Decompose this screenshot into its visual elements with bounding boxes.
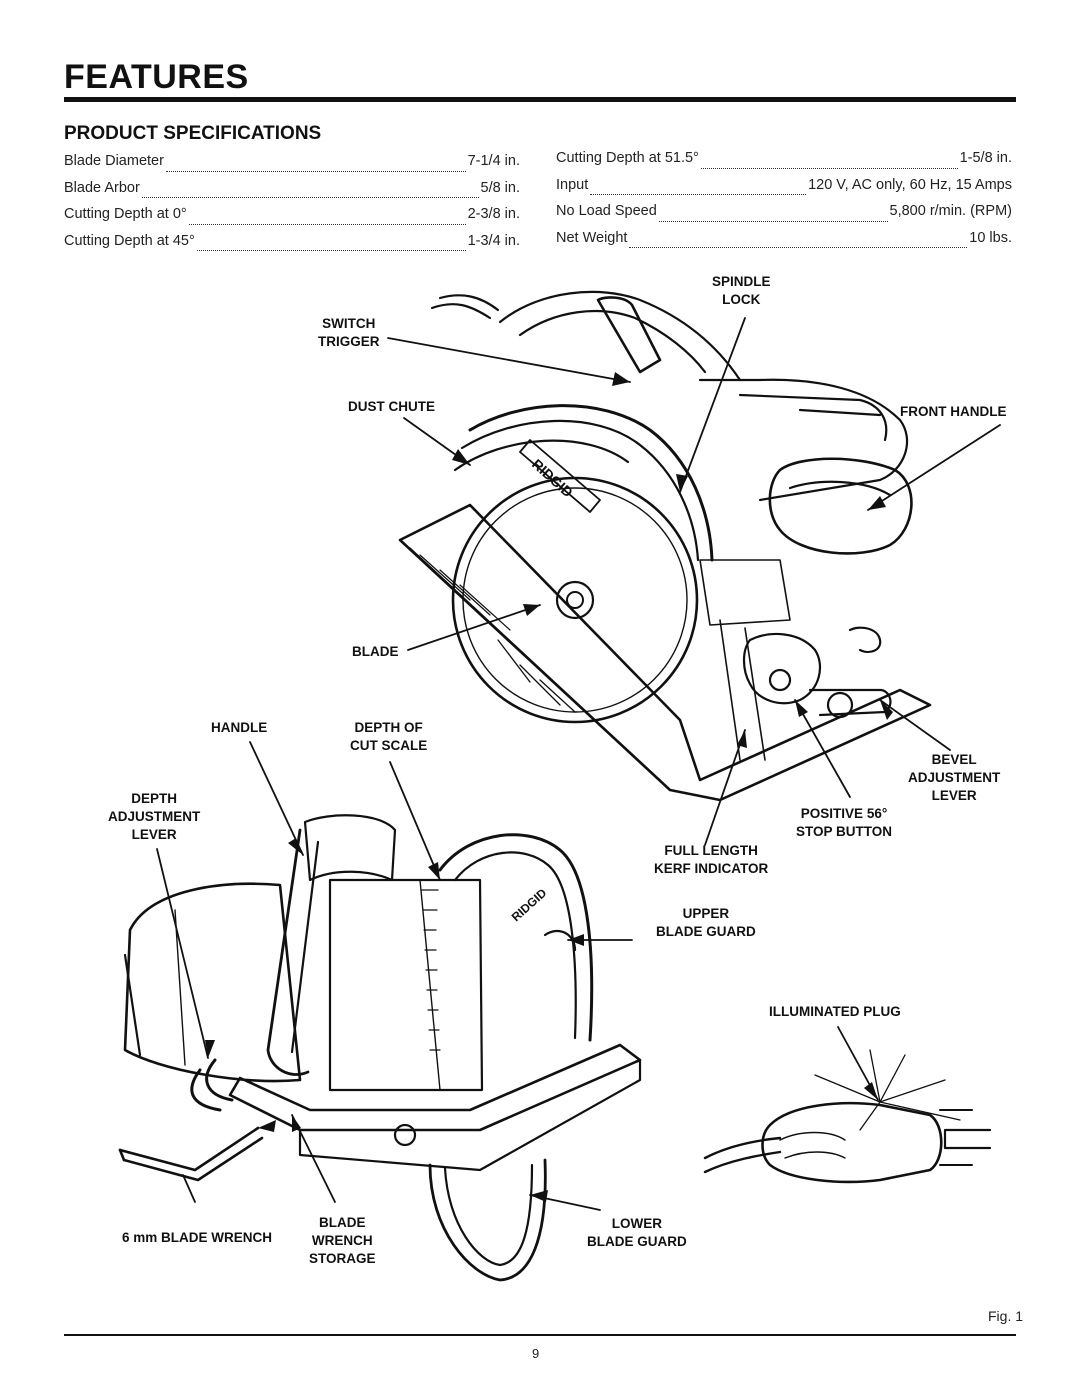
spec-row: Input 120 V, AC only, 60 Hz, 15 Amps xyxy=(556,177,1012,204)
handle-label: HANDLE xyxy=(211,720,268,735)
spec-row: No Load Speed 5,800 r/min. (RPM) xyxy=(556,203,1012,230)
switch-trigger-line-2: TRIGGER xyxy=(318,334,380,349)
page-title: FEATURES xyxy=(64,58,249,96)
figure-label: Fig. 1 xyxy=(988,1308,1024,1324)
positive-stop-button-label: POSITIVE 56° STOP BUTTON xyxy=(796,805,892,841)
section-heading: PRODUCT SPECIFICATIONS xyxy=(64,123,322,144)
depth-adj-line-1: DEPTH xyxy=(131,791,178,806)
spec-value: 10 lbs. xyxy=(969,229,1012,246)
leader-dots xyxy=(196,250,466,252)
spec-row: Cutting Depth at 51.5° 1-5/8 in. xyxy=(556,150,1012,177)
illuminated-plug-label: ILLUMINATED PLUG xyxy=(769,1004,901,1019)
lower-blade-guard-label: LOWER BLADE GUARD xyxy=(587,1215,687,1251)
spec-row: Blade Diameter 7-1/4 in. xyxy=(64,153,520,180)
leader-arrowheads xyxy=(205,372,893,1202)
upper-guard-line-1: UPPER xyxy=(682,906,730,921)
spec-label: No Load Speed xyxy=(556,203,657,219)
spec-label: Input xyxy=(556,176,589,193)
spec-row: Blade Arbor 5/8 in. xyxy=(64,180,520,207)
specs-right-column: Cutting Depth at 51.5° 1-5/8 in. Input 1… xyxy=(556,150,1012,256)
wrench-storage-line-2: WRENCH xyxy=(311,1233,373,1248)
dust-chute-label: DUST CHUTE xyxy=(348,399,435,414)
kerf-line-1: FULL LENGTH xyxy=(664,843,758,858)
top-saw-drawing xyxy=(398,290,932,802)
leader-dots xyxy=(629,247,968,249)
wrench-storage-line-3: STORAGE xyxy=(309,1251,376,1266)
spec-label: Net Weight xyxy=(556,229,628,246)
leader-dots xyxy=(658,220,888,222)
specs-left-column: Blade Diameter 7-1/4 in. Blade Arbor 5/8… xyxy=(64,153,520,259)
illuminated-plug-drawing xyxy=(703,1049,992,1184)
spec-value: 2-3/8 in. xyxy=(467,206,520,222)
full-length-kerf-indicator-label: FULL LENGTH KERF INDICATOR xyxy=(654,842,768,878)
spec-row: Net Weight 10 lbs. xyxy=(556,230,1012,257)
blade-wrench-label: 6 mm BLADE WRENCH xyxy=(122,1230,273,1245)
spec-value: 1-5/8 in. xyxy=(959,150,1012,166)
spec-row: Cutting Depth at 0° 2-3/8 in. xyxy=(64,206,520,233)
spec-value: 7-1/4 in. xyxy=(467,153,520,169)
leader-dots xyxy=(700,167,958,169)
leader-dots xyxy=(590,194,807,196)
blade-wrench-storage-label: BLADE WRENCH STORAGE xyxy=(309,1214,376,1268)
title-rule xyxy=(64,97,1016,102)
front-handle-label: FRONT HANDLE xyxy=(900,404,1007,419)
blade-label: BLADE xyxy=(352,644,399,659)
spec-value: 5,800 r/min. (RPM) xyxy=(889,203,1012,219)
switch-trigger-line-1: SWITCH xyxy=(322,316,376,331)
spec-value: 1-3/4 in. xyxy=(467,232,520,249)
depth-adjustment-lever-label: DEPTH ADJUSTMENT LEVER xyxy=(108,790,200,844)
bottom-saw-drawing xyxy=(118,814,642,1282)
kerf-line-2: KERF INDICATOR xyxy=(654,861,769,876)
bevel-line-3: LEVER xyxy=(931,788,977,803)
spec-value: 120 V, AC only, 60 Hz, 15 Amps xyxy=(808,176,1012,193)
bevel-line-1: BEVEL xyxy=(931,752,977,767)
upper-blade-guard-label: UPPER BLADE GUARD xyxy=(656,905,756,941)
lower-guard-line-2: BLADE GUARD xyxy=(587,1234,687,1249)
spindle-lock-line-2: LOCK xyxy=(722,292,761,307)
spec-label: Blade Diameter xyxy=(64,153,164,169)
spec-label: Cutting Depth at 51.5° xyxy=(556,150,699,166)
bevel-adjustment-lever-label: BEVEL ADJUSTMENT LEVER xyxy=(908,751,1000,805)
brand-decal-top xyxy=(519,439,601,513)
leader-lines xyxy=(156,317,1001,1211)
page-number: 9 xyxy=(532,1346,540,1361)
leader-dots xyxy=(188,223,466,225)
depth-of-cut-scale-line-2: CUT SCALE xyxy=(350,738,428,753)
bevel-line-2: ADJUSTMENT xyxy=(908,770,1001,785)
spec-row: Cutting Depth at 45° 1-3/4 in. xyxy=(64,233,520,260)
switch-trigger-label: SWITCH TRIGGER xyxy=(318,315,380,351)
footer-rule xyxy=(64,1334,1016,1336)
depth-of-cut-scale-line-1: DEPTH OF xyxy=(354,720,423,735)
depth-adj-line-2: ADJUSTMENT xyxy=(108,809,201,824)
leader-dots xyxy=(141,197,479,199)
depth-adj-line-3: LEVER xyxy=(131,827,177,842)
spindle-lock-label: SPINDLE LOCK xyxy=(712,273,771,309)
spec-value: 5/8 in. xyxy=(480,179,521,196)
spec-label: Cutting Depth at 45° xyxy=(64,232,195,249)
lower-guard-line-1: LOWER xyxy=(611,1216,662,1231)
upper-guard-line-2: BLADE GUARD xyxy=(656,924,756,939)
leader-dots xyxy=(165,170,466,172)
depth-of-cut-scale-label: DEPTH OF CUT SCALE xyxy=(350,719,427,755)
positive-stop-line-1: POSITIVE 56° xyxy=(800,806,888,821)
spec-label: Cutting Depth at 0° xyxy=(64,206,187,222)
spec-label: Blade Arbor xyxy=(64,179,140,196)
spindle-lock-line-1: SPINDLE xyxy=(712,274,771,289)
positive-stop-line-2: STOP BUTTON xyxy=(796,824,893,839)
wrench-storage-line-1: BLADE xyxy=(319,1215,366,1230)
